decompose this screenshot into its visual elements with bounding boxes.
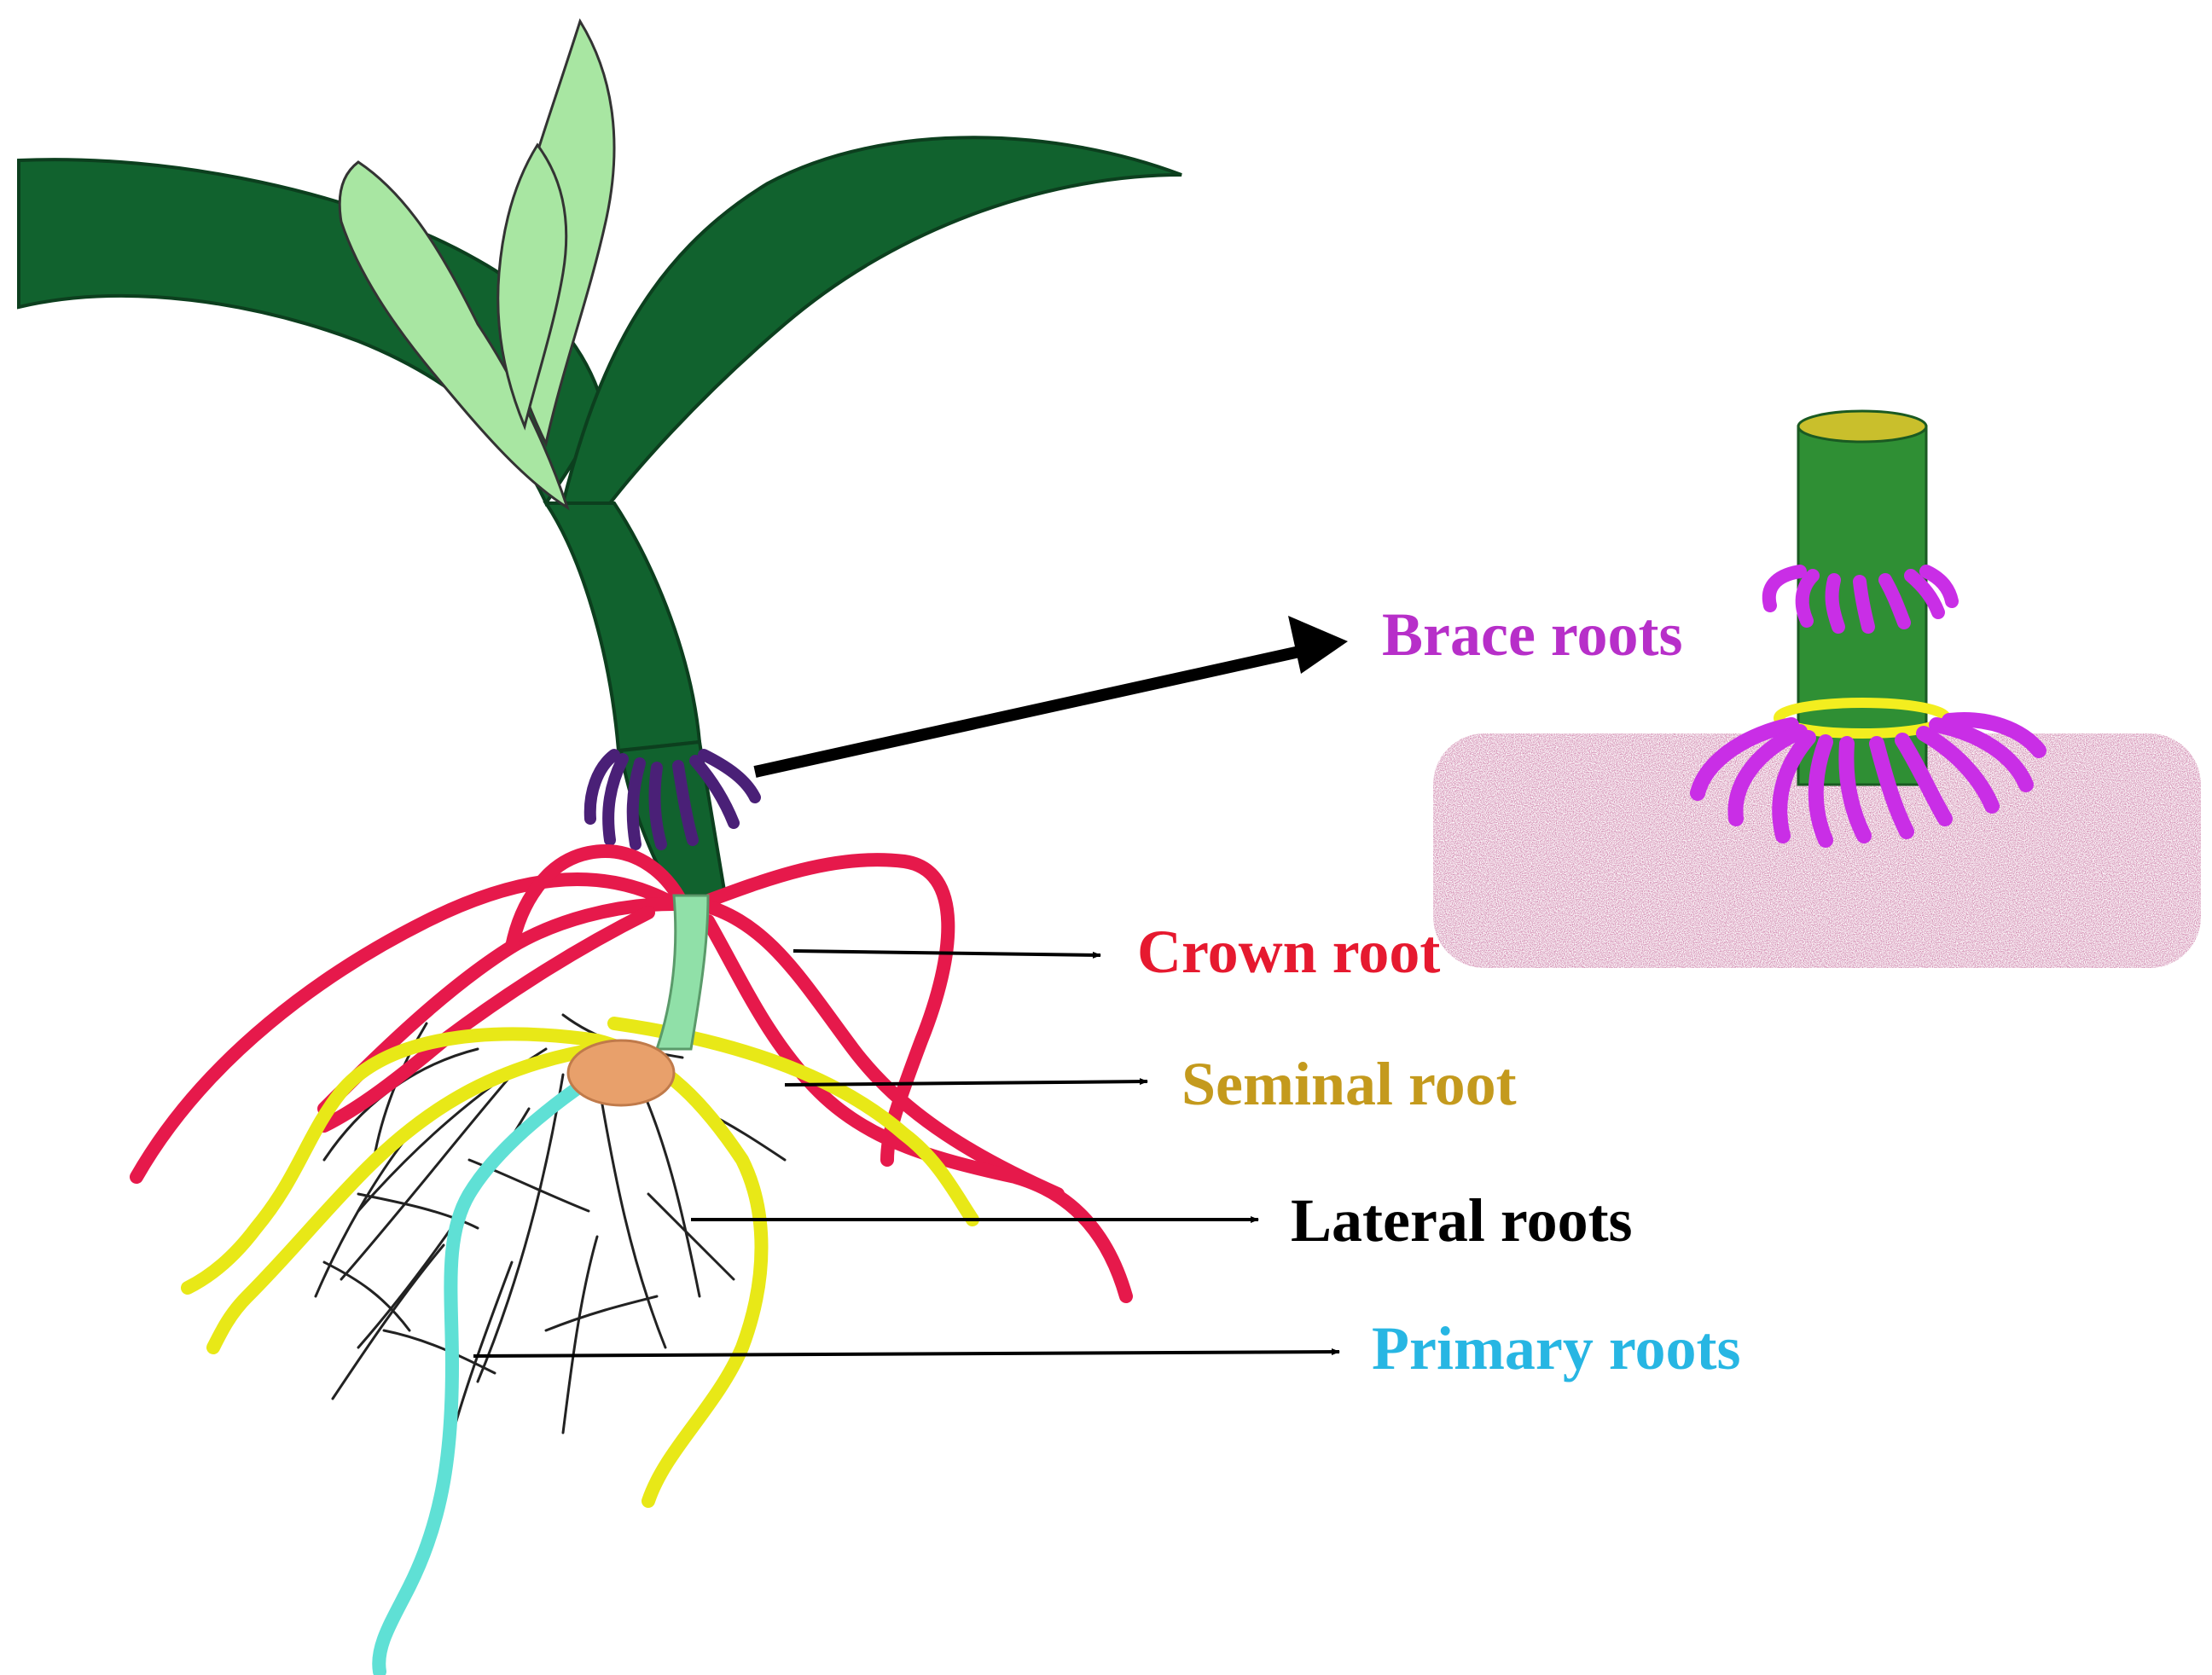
- label-brace-roots: Brace roots: [1382, 600, 1683, 669]
- seminal-roots: [181, 1017, 979, 1508]
- primary-arrow: [473, 1348, 1340, 1358]
- brace-arrow: [753, 640, 1328, 778]
- label-crown-root: Crown root: [1137, 918, 1441, 986]
- light-leaf-middle: [496, 142, 568, 431]
- seed: [566, 1039, 676, 1107]
- brace-roots-detail: [1433, 409, 2201, 968]
- callout-arrows: [473, 616, 1348, 1358]
- seminal-arrow: [784, 1078, 1148, 1087]
- stem: [543, 501, 702, 753]
- light-leaf-left: [338, 160, 570, 511]
- hypocotyl: [654, 894, 710, 1051]
- primary-root: [372, 1068, 604, 1675]
- soil: [1433, 733, 2201, 968]
- dark-leaf-right: [560, 136, 1182, 523]
- seedling-brace-roots: [583, 749, 761, 850]
- label-seminal-root: Seminal root: [1181, 1050, 1517, 1118]
- maize-seedling: [17, 18, 1182, 897]
- brace-arrowhead: [1288, 616, 1348, 674]
- detail-stem-top: [1797, 409, 1928, 443]
- label-lateral-roots: Lateral roots: [1291, 1186, 1633, 1255]
- label-primary-roots: Primary roots: [1372, 1314, 1741, 1382]
- detail-upper-brace-roots: [1762, 565, 1959, 634]
- detail-lower-brace-roots: [1690, 712, 2047, 848]
- crown-arrow: [792, 949, 1101, 959]
